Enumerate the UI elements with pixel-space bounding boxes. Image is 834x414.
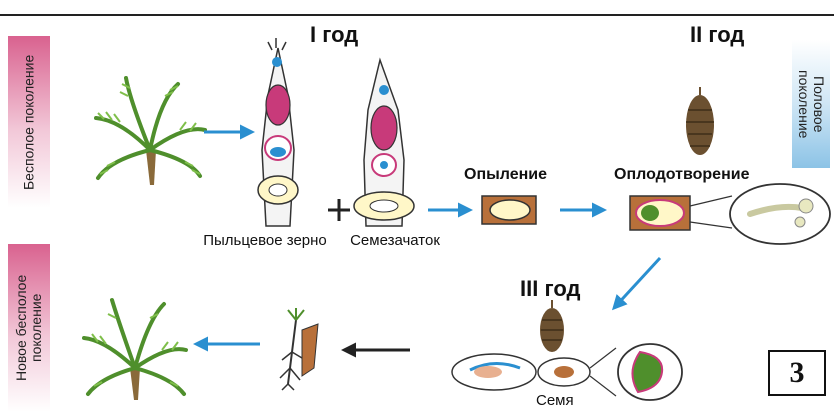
third-year-cone-icon (540, 300, 564, 352)
pollination-caption: Опыление (464, 166, 547, 183)
pollen-grain-caption: Пыльцевое зерно (200, 232, 330, 249)
cycad-plant-icon (96, 78, 205, 185)
seed-caption: Семя (536, 392, 574, 409)
third-year-label: III год (520, 276, 580, 302)
ovule-strobilus-icon (354, 60, 414, 226)
arrow-to-third-year (614, 258, 660, 308)
fertilization-fragment-icon (630, 184, 830, 244)
ovule-caption: Семезачаток (335, 232, 455, 249)
pollen-strobilus-icon (258, 38, 298, 226)
fertilization-caption: Оплодотворение (614, 166, 749, 183)
second-year-label: II год (690, 22, 744, 48)
seedling-icon (280, 308, 318, 390)
first-year-label: I год (310, 22, 358, 48)
pollination-fragment-icon (482, 196, 536, 224)
new-cycad-plant-icon (84, 300, 186, 400)
plus-icon (328, 199, 350, 221)
figure-number-badge: 3 (768, 350, 826, 396)
cone-icon (686, 87, 714, 155)
